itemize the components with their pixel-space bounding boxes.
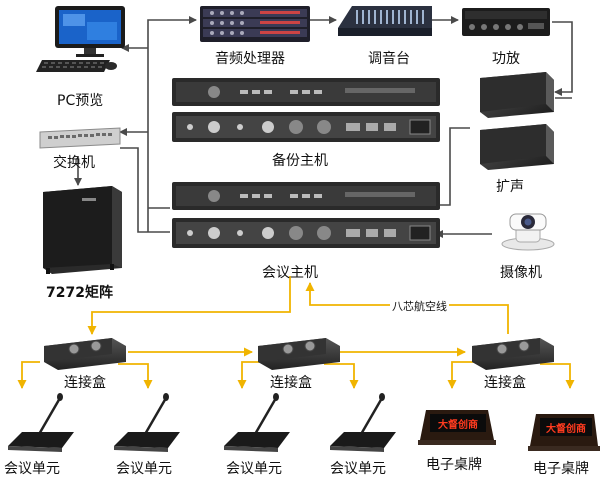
pc-icon <box>36 6 125 72</box>
conference-host-icon <box>172 182 440 248</box>
junction-box-3-icon <box>472 338 554 370</box>
nameplate-2-icon <box>528 414 600 451</box>
junction-box-2-icon <box>258 338 340 370</box>
switch-label: 交换机 <box>53 155 95 171</box>
conference-unit-1-icon <box>8 393 74 452</box>
junction-box-1-icon <box>44 338 126 370</box>
audio-processor-icon <box>200 6 310 42</box>
conference-unit-4-label: 会议单元 <box>330 461 386 477</box>
speaker-label: 扩声 <box>496 179 524 195</box>
nameplate-1-screen-text: 大督创商 <box>438 418 478 431</box>
camera-icon <box>501 213 555 251</box>
junction-box-3-label: 连接盒 <box>484 375 526 391</box>
conference-unit-2-icon <box>114 393 180 452</box>
junction-box-1-label: 连接盒 <box>64 375 106 391</box>
mixer-label: 调音台 <box>368 51 410 67</box>
conference-host-label: 会议主机 <box>262 265 318 281</box>
conference-unit-3-icon <box>224 393 290 452</box>
matrix-icon <box>43 186 122 274</box>
conference-unit-1-label: 会议单元 <box>4 461 60 477</box>
conference-unit-2-label: 会议单元 <box>116 461 172 477</box>
nameplate-1-label: 电子桌牌 <box>426 457 482 473</box>
backup-host-icon <box>172 78 440 142</box>
mixer-icon <box>338 6 432 36</box>
amplifier-icon <box>462 8 550 36</box>
backup-host-label: 备份主机 <box>272 153 328 169</box>
speaker-top-icon <box>480 72 554 118</box>
nameplate-1-icon <box>418 410 496 445</box>
junction-box-2-label: 连接盒 <box>270 375 312 391</box>
nameplate-2-screen-text: 大督创商 <box>546 422 586 435</box>
matrix-label: 7272矩阵 <box>46 285 113 301</box>
conference-unit-4-icon <box>330 393 396 452</box>
pc-label: PC预览 <box>57 93 104 109</box>
audio-processor-label: 音频处理器 <box>215 51 285 67</box>
amplifier-label: 功放 <box>492 51 520 67</box>
speaker-bottom-icon <box>480 124 554 170</box>
conference-unit-3-label: 会议单元 <box>226 461 282 477</box>
aviation-cable-label: 八芯航空线 <box>390 298 449 314</box>
nameplate-2-label: 电子桌牌 <box>533 461 589 477</box>
switch-icon <box>39 127 121 149</box>
camera-label: 摄像机 <box>500 265 542 281</box>
